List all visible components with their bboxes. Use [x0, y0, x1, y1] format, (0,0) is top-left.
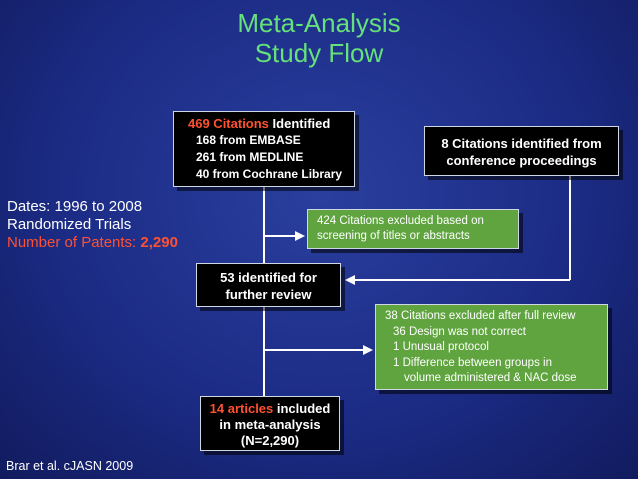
- included-heading: 14 articles included: [201, 401, 339, 417]
- conference-line-1: 8 Citations identified from: [441, 136, 602, 151]
- patients-label: Number of Patents:: [7, 234, 141, 251]
- source-cochrane: 40 from Cochrane Library: [196, 167, 343, 181]
- excluded-titles-line-1: 424 Citations excluded based on: [317, 215, 484, 227]
- title-line-1: Meta-Analysis: [237, 8, 401, 38]
- conference-left-line: [355, 279, 570, 281]
- excluded-reason-protocol: 1 Unusual protocol: [393, 341, 489, 353]
- excluded-reason-volume: volume administered & NAC dose: [404, 372, 577, 384]
- patients-text: Number of Patents: 2,290: [7, 234, 178, 252]
- included-line-3: (N=2,290): [240, 433, 300, 448]
- patients-value: 2,290: [140, 234, 178, 251]
- exclusion-branch-2: [264, 349, 364, 351]
- excluded-reason-design: 36 Design was not correct: [393, 325, 526, 338]
- included-line-2: in meta-analysis: [219, 417, 321, 432]
- dates-text: Dates: 1996 to 2008: [7, 198, 143, 215]
- arrow-to-review: [345, 275, 355, 285]
- identified-heading: 469 Citations Identified: [188, 115, 354, 132]
- included-box: 14 articles included in meta-analysis (N…: [200, 396, 340, 451]
- source-embase: 168 from EMBASE: [196, 133, 301, 147]
- arrow-to-excluded-full: [363, 345, 373, 355]
- identified-count: 469 Citations: [188, 116, 269, 131]
- included-label: included: [273, 401, 331, 416]
- design-text: Randomized Trials: [7, 216, 132, 233]
- review-line-1: 53 identified for: [220, 270, 317, 285]
- conference-down-line: [569, 176, 571, 280]
- conference-line-2: conference proceedings: [446, 153, 597, 168]
- excluded-full-line-1: 38 Citations excluded after full review: [385, 310, 576, 322]
- identified-label: Identified: [268, 116, 331, 131]
- exclusion-branch-1: [264, 235, 296, 237]
- study-info: Dates: 1996 to 2008 Randomized Trials Nu…: [7, 198, 178, 252]
- included-count: 14 articles: [209, 401, 274, 416]
- slide-title: Meta-Analysis Study Flow: [0, 8, 638, 68]
- arrow-to-excluded-titles: [295, 231, 305, 241]
- review-box: 53 identified for further review: [196, 263, 341, 307]
- source-citation: Brar et al. cJASN 2009: [6, 459, 134, 473]
- source-medline: 261 from MEDLINE: [196, 150, 304, 164]
- excluded-titles-box: 424 Citations excluded based on screenin…: [307, 209, 519, 249]
- excluded-full-box: 38 Citations excluded after full review …: [375, 304, 608, 390]
- excluded-reason-groups: 1 Difference between groups in: [393, 356, 552, 369]
- conference-box: 8 Citations identified from conference p…: [424, 126, 619, 176]
- excluded-titles-line-2: screening of titles or abstracts: [317, 230, 470, 242]
- identified-box: 469 Citations Identified 168 from EMBASE…: [173, 111, 355, 187]
- review-line-2: further review: [225, 287, 312, 302]
- title-line-2: Study Flow: [254, 38, 384, 68]
